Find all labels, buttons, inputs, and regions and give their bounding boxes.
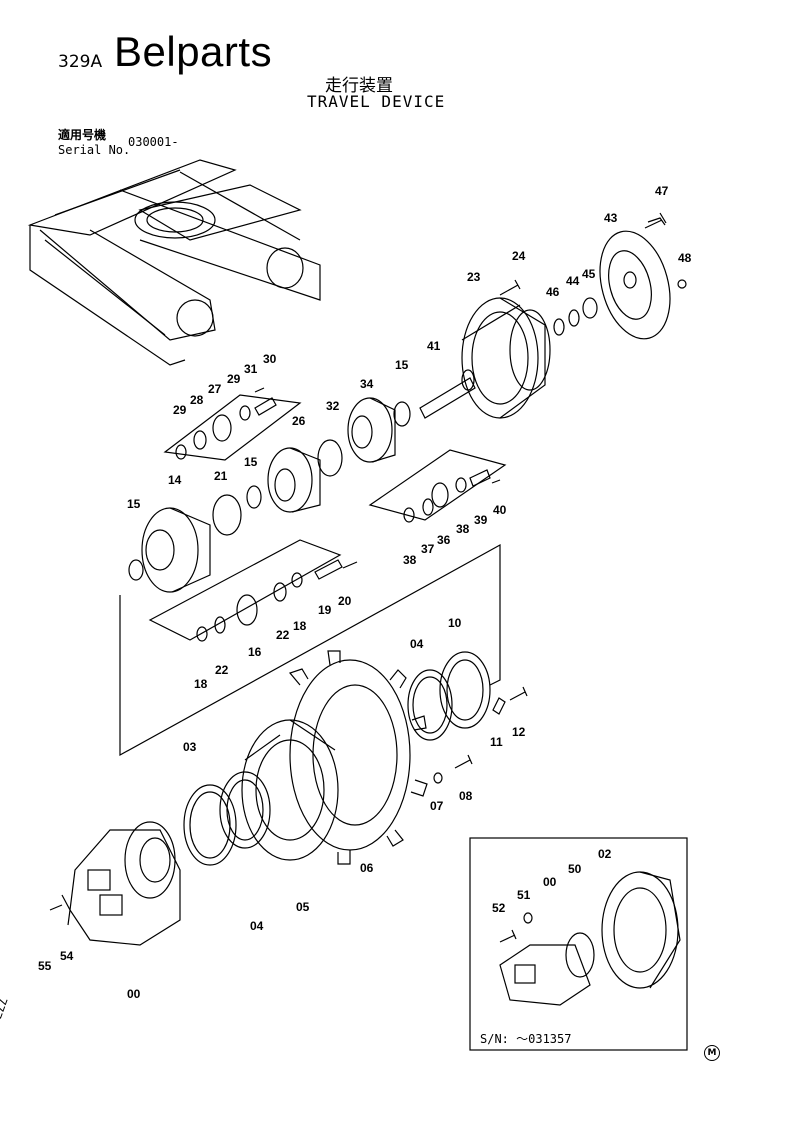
brand-title: Belparts [114, 28, 273, 75]
callout-04: 04 [250, 919, 264, 933]
part-ring-gear-23 [461, 297, 551, 419]
callout-26: 26 [292, 414, 306, 428]
callout-22: 22 [276, 628, 290, 642]
inset-motor-assembly [499, 871, 681, 1006]
part-bolt-24 [499, 279, 521, 296]
callout-00: 00 [543, 875, 557, 889]
part-planet-gears-36-40 [368, 449, 507, 523]
callout-54: 54 [60, 949, 74, 963]
callout-labels: 47 43 48 24 23 46 44 45 30 31 29 27 29 2… [38, 184, 692, 1001]
callout-08: 08 [459, 789, 473, 803]
callout-15: 15 [244, 455, 258, 469]
callout-51: 51 [517, 888, 531, 902]
callout-23: 23 [467, 270, 481, 284]
part-bolt-47 [644, 212, 667, 229]
callout-19: 19 [318, 603, 332, 617]
part-hub-05 [241, 719, 339, 861]
callout-38: 38 [456, 522, 470, 536]
part-gear-21 [212, 494, 242, 536]
part-sprocket-06 [288, 650, 428, 865]
callout-41: 41 [427, 339, 441, 353]
part-travel-motor-00 [49, 821, 181, 946]
undercarriage-illustration [27, 159, 321, 366]
callout-07: 07 [430, 799, 444, 813]
callout-21: 21 [214, 469, 228, 483]
callout-02: 02 [598, 847, 612, 861]
callout-52: 52 [492, 901, 506, 915]
callout-45: 45 [582, 267, 596, 281]
serial-value: 030001- [128, 135, 179, 149]
serial-label-en: Serial No. [58, 143, 131, 157]
part-floating-seal-03 [183, 784, 237, 866]
callout-06: 06 [360, 861, 374, 875]
callout-32: 32 [326, 399, 340, 413]
part-carrier-14 [141, 507, 211, 593]
callout-43: 43 [604, 211, 618, 225]
section-title-jp: 走行装置 [325, 76, 393, 96]
inset-serial-note: S/N: ～031357 [480, 1032, 572, 1046]
callout-34: 34 [360, 377, 374, 391]
callout-00: 00 [127, 987, 141, 1001]
callout-27: 27 [208, 382, 222, 396]
callout-18: 18 [194, 677, 208, 691]
callout-36: 36 [437, 533, 451, 547]
section-title-en: TRAVEL DEVICE [307, 92, 446, 111]
part-shaft-41 [419, 369, 476, 419]
callout-30: 30 [263, 352, 277, 366]
callout-18: 18 [293, 619, 307, 633]
callout-50: 50 [568, 862, 582, 876]
part-bolts-11-12 [492, 686, 528, 715]
assembly-bracket [119, 543, 501, 757]
part-bearing-04-10 [407, 651, 491, 741]
part-washer-15-mid [246, 485, 262, 509]
callout-40: 40 [493, 503, 507, 517]
part-bearings-44-46 [553, 297, 598, 336]
revision-mark: M [704, 1045, 720, 1061]
callout-37: 37 [421, 542, 435, 556]
callout-29: 29 [227, 372, 241, 386]
callout-28: 28 [190, 393, 204, 407]
callout-12: 12 [512, 725, 526, 739]
part-washer-15-top [393, 401, 411, 427]
callout-47: 47 [655, 184, 669, 198]
callout-22: 22 [215, 663, 229, 677]
part-carrier-34 [347, 397, 396, 463]
callout-14: 14 [168, 473, 182, 487]
callout-20: 20 [338, 594, 352, 608]
part-seal-04 [219, 771, 271, 849]
part-gear-32 [317, 439, 343, 477]
callout-46: 46 [546, 285, 560, 299]
callout-15: 15 [395, 358, 409, 372]
callout-55: 55 [38, 959, 52, 973]
part-cover-43 [599, 217, 687, 340]
callout-11: 11 [490, 735, 503, 749]
callout-29: 29 [173, 403, 187, 417]
callout-48: 48 [678, 251, 692, 265]
part-carrier-26 [267, 447, 321, 513]
part-bolts-07-08 [433, 754, 473, 784]
page-code: 329A [58, 52, 103, 72]
part-planet-gears-27-31 [163, 387, 302, 461]
callout-04: 04 [410, 637, 424, 651]
callout-15: 15 [127, 497, 141, 511]
callout-24: 24 [512, 249, 526, 263]
callout-05: 05 [296, 900, 310, 914]
inset-box [469, 837, 688, 1051]
serial-label-jp: 適用号機 [58, 128, 107, 142]
callout-38: 38 [403, 553, 417, 567]
callout-16: 16 [248, 645, 262, 659]
callout-44: 44 [566, 274, 580, 288]
part-washer-15-bottom [128, 559, 144, 581]
callout-31: 31 [244, 362, 258, 376]
callout-39: 39 [474, 513, 488, 527]
part-planet-gears-16-20 [148, 539, 358, 642]
callout-10: 10 [448, 616, 462, 630]
callout-03: 03 [183, 740, 197, 754]
